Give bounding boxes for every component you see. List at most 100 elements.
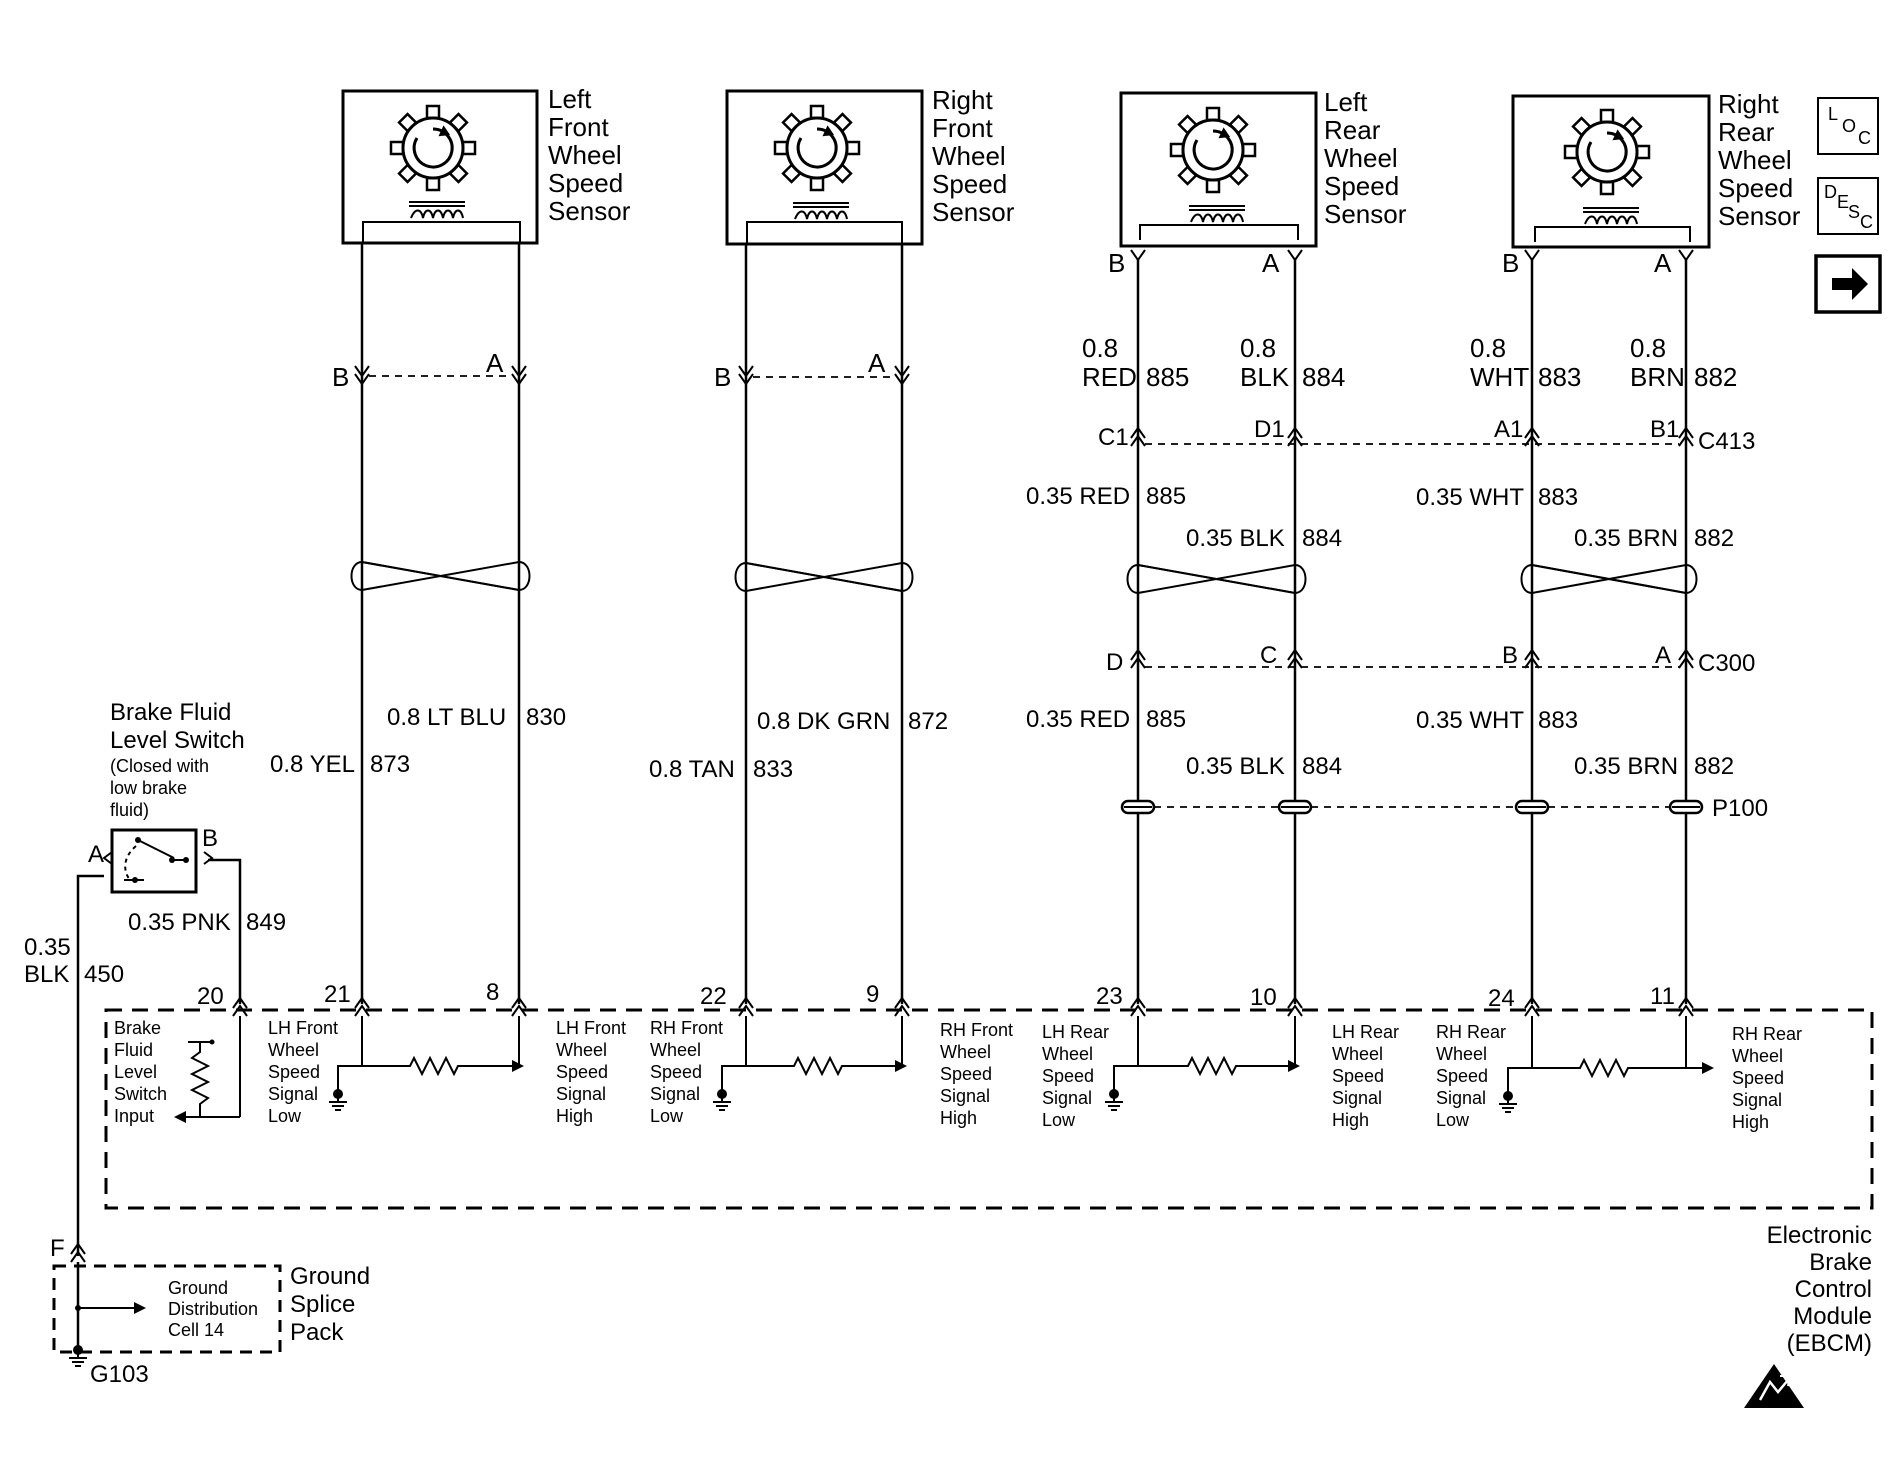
signal-label: LH Rear <box>1042 1022 1109 1042</box>
ground-splice-pack: F Ground Distribution Cell 14 Ground Spl… <box>50 1235 370 1388</box>
pin-label: A <box>486 348 504 378</box>
next-arrow-icon[interactable] <box>1814 254 1882 314</box>
pin-label: A <box>1654 248 1672 278</box>
svg-text:S: S <box>1848 202 1860 222</box>
ebcm-pin-connectors: 20 21 8 22 9 23 10 24 11 <box>197 979 1694 1017</box>
pin-label: D1 <box>1254 416 1285 443</box>
desc-icon[interactable]: D E S C <box>1817 177 1879 235</box>
sensor-label-line: Sensor <box>932 197 1015 227</box>
signal-label: Wheel <box>940 1042 991 1062</box>
passthrough-p100: P100 <box>1120 795 1768 822</box>
sensor-label-line: Speed <box>932 169 1007 199</box>
pin-label: B <box>1502 248 1519 278</box>
svg-text:O: O <box>1842 116 1856 136</box>
sensor-label-line: Wheel <box>932 141 1006 171</box>
sensor-label-line: Left <box>1324 87 1368 117</box>
pin-number: 10 <box>1250 984 1277 1011</box>
signal-label: Switch <box>114 1084 167 1104</box>
connector-c413: C1 D1 A1 B1 C413 <box>1098 416 1755 455</box>
wire-circuit: 450 <box>84 961 124 988</box>
ebcm-internal-circuits <box>328 1016 1714 1113</box>
wire-circuit: 872 <box>908 708 948 735</box>
pin-number: 22 <box>700 983 727 1010</box>
twisted-pair-rr <box>1520 563 1698 595</box>
svg-text:C: C <box>1860 212 1873 232</box>
ebcm-module: Electronic Brake Control Module (EBCM) <box>104 1008 1874 1357</box>
switch-note: fluid) <box>110 800 149 820</box>
switch-title: Brake Fluid <box>110 699 231 726</box>
connector-name: C300 <box>1698 650 1755 677</box>
pin-number: 20 <box>197 983 224 1010</box>
signal-label: Level <box>114 1062 157 1082</box>
signal-label: Speed <box>1332 1066 1384 1086</box>
switch-wires: 0.35 PNK 849 0.35 BLK 450 <box>24 858 286 1256</box>
signal-label: High <box>1332 1110 1369 1130</box>
pin-number: 21 <box>324 981 351 1008</box>
connector-c300: D C B A C300 <box>1106 642 1755 677</box>
ebcm-title: (EBCM) <box>1787 1330 1872 1357</box>
wire-label: 0.35 RED <box>1026 483 1130 510</box>
wire-circuit: 882 <box>1694 362 1737 392</box>
signal-label: Wheel <box>1436 1044 1487 1064</box>
wire-circuit: 883 <box>1538 484 1578 511</box>
signal-label: RH Front <box>940 1020 1013 1040</box>
wire-circuit: 884 <box>1302 753 1342 780</box>
signal-label: RH Rear <box>1436 1022 1506 1042</box>
pin-label: B <box>332 362 349 392</box>
brake-fluid-level-switch: Brake Fluid Level Switch (Closed with lo… <box>88 699 245 894</box>
wire-label: BLK <box>24 961 69 988</box>
signal-label: High <box>940 1108 977 1128</box>
wire-gauge: 0.8 <box>1240 333 1276 363</box>
pin-label: B <box>1108 248 1125 278</box>
pin-label: B1 <box>1650 416 1679 443</box>
sensor-label-line: Speed <box>548 168 623 198</box>
wire-label: 0.35 PNK <box>128 909 231 936</box>
wire-circuit: 849 <box>246 909 286 936</box>
signal-label: Speed <box>650 1062 702 1082</box>
pin-label: D <box>1106 649 1123 676</box>
signal-label: Input <box>114 1106 154 1126</box>
wire-gauge: 0.8 <box>1082 333 1118 363</box>
splice-title: Ground <box>290 1263 370 1290</box>
pin-label: A <box>1262 248 1280 278</box>
svg-text:E: E <box>1837 192 1849 212</box>
ebcm-title: Control <box>1795 1276 1872 1303</box>
ebcm-title: Module <box>1793 1303 1872 1330</box>
signal-label: Signal <box>940 1086 990 1106</box>
signal-label: Signal <box>1732 1090 1782 1110</box>
signal-label: High <box>556 1106 593 1126</box>
sensor-label-line: Sensor <box>1718 201 1801 231</box>
sensor-label-line: Wheel <box>1718 145 1792 175</box>
signal-label: Signal <box>1332 1088 1382 1108</box>
pin-label: A1 <box>1494 416 1523 443</box>
pin-number: 23 <box>1096 983 1123 1010</box>
wire-label: 0.35 WHT <box>1416 707 1524 734</box>
signal-label: Fluid <box>114 1040 153 1060</box>
signal-label: LH Rear <box>1332 1022 1399 1042</box>
pin-label: F <box>50 1235 65 1262</box>
wire-label: 0.8 YEL <box>270 751 355 778</box>
switch-note: (Closed with <box>110 756 209 776</box>
signal-label: Low <box>268 1106 302 1126</box>
sensor-label-line: Sensor <box>1324 199 1407 229</box>
loc-icon[interactable]: L O C <box>1817 97 1879 155</box>
twisted-pair-lf <box>350 560 531 592</box>
ebcm-title: Brake <box>1809 1249 1872 1276</box>
sensor-label-line: Speed <box>1718 173 1793 203</box>
wire-circuit: 883 <box>1538 362 1581 392</box>
signal-label: Speed <box>556 1062 608 1082</box>
wire-color: WHT <box>1470 362 1529 392</box>
sensor-label-line: Speed <box>1324 171 1399 201</box>
signal-label: Signal <box>268 1084 318 1104</box>
signal-label: Speed <box>268 1062 320 1082</box>
front-inline-connector <box>354 365 910 386</box>
wire-circuit: 830 <box>526 704 566 731</box>
cell-label: Distribution <box>168 1299 258 1319</box>
splice-title: Pack <box>290 1319 344 1346</box>
wire-circuit: 873 <box>370 751 410 778</box>
wire-gauge: 0.35 <box>24 934 71 961</box>
esd-warning-icon <box>1744 1364 1804 1408</box>
wire-gauge: 0.8 <box>1470 333 1506 363</box>
wire-circuit: 884 <box>1302 525 1342 552</box>
